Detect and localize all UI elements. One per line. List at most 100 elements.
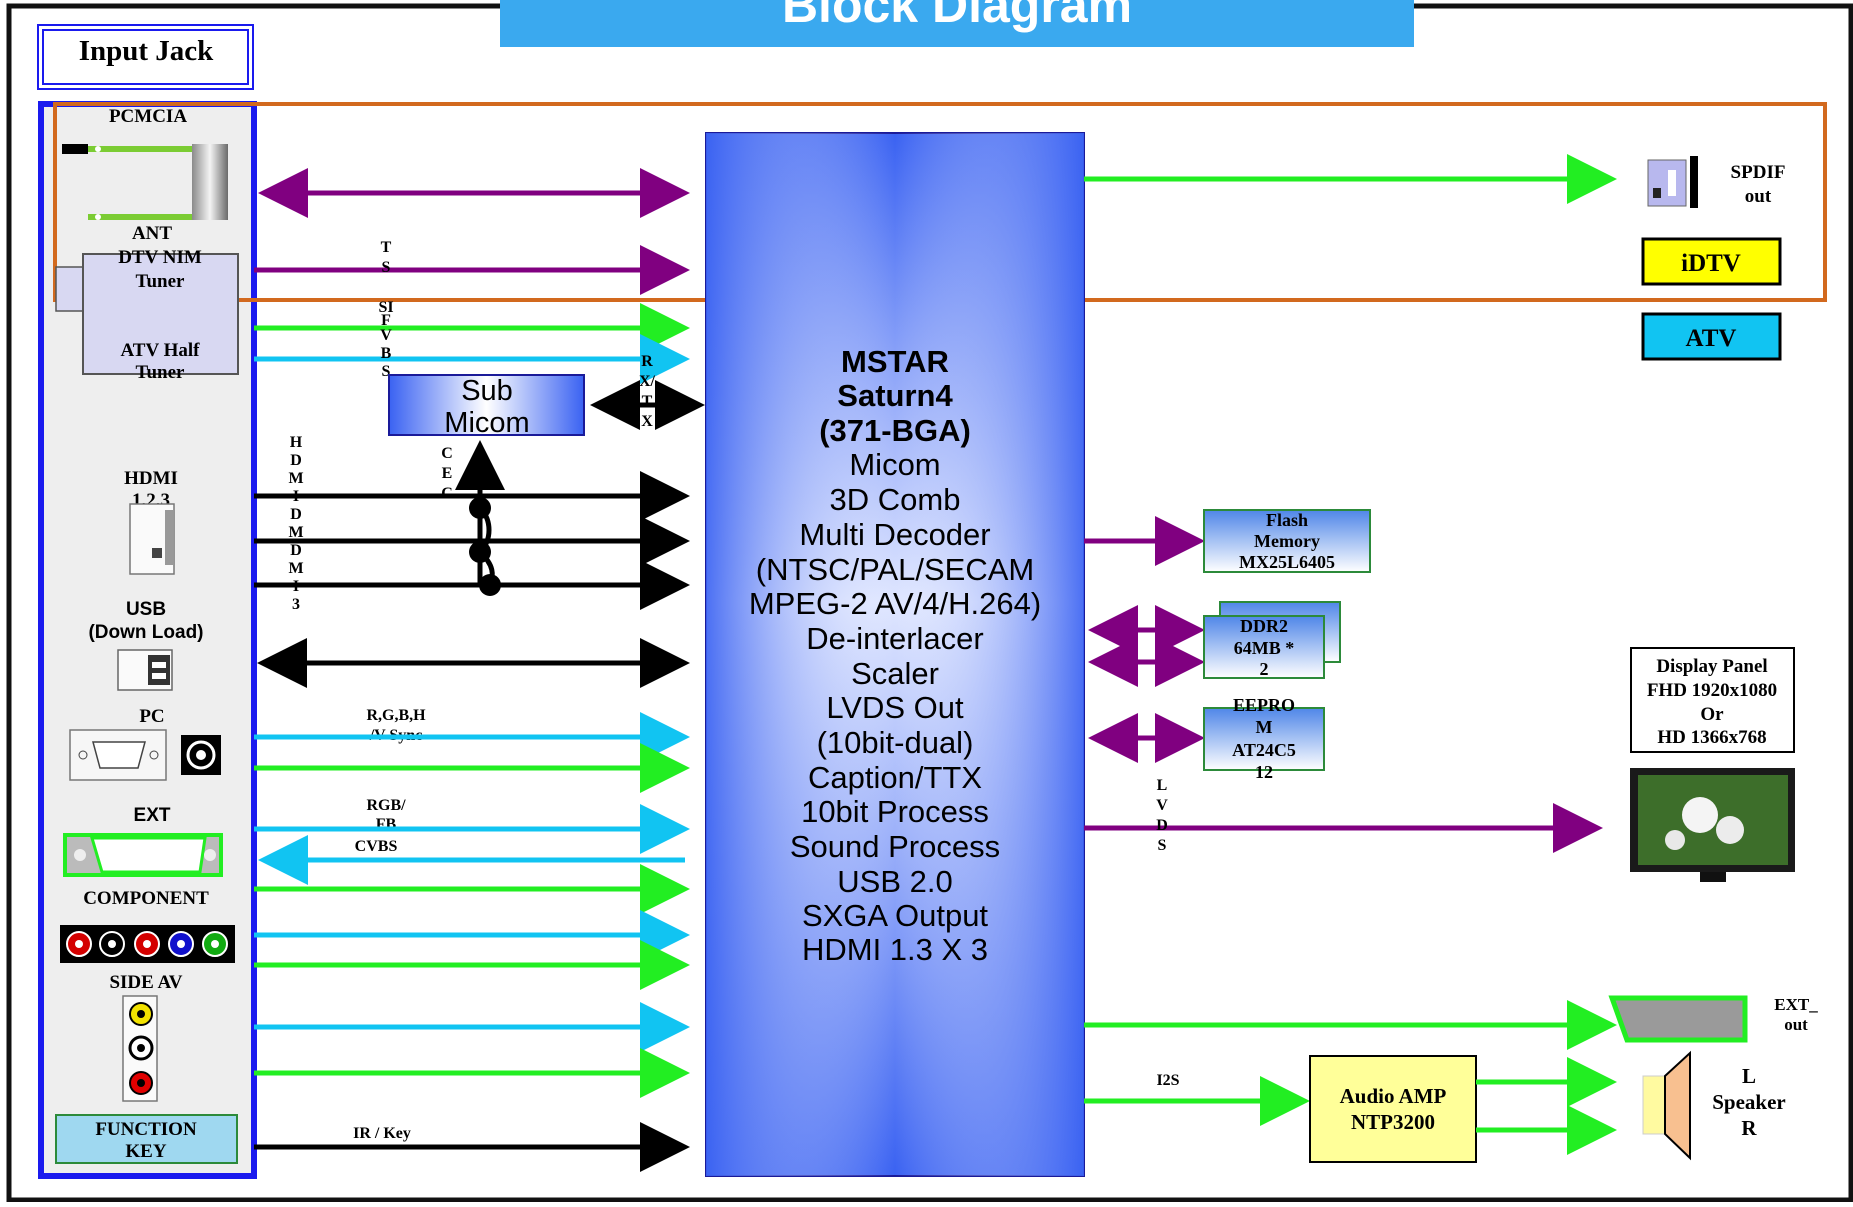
- chip-feature: Scaler: [851, 656, 939, 691]
- display-fhd-label: FHD 1920x1080: [1647, 680, 1777, 701]
- eeprom-label: EEPRO: [1233, 695, 1295, 715]
- atv-label: ATV: [1686, 325, 1737, 352]
- chip-feature: Micom: [849, 447, 940, 482]
- input-jack-label: Input Jack: [79, 35, 214, 67]
- pc-audio-jack-icon: [181, 735, 221, 775]
- ant-label: ANT: [132, 223, 172, 244]
- display-panel-label: Display Panel: [1656, 656, 1767, 677]
- sub-micom-label-2: Micom: [444, 407, 529, 439]
- flash-memory-label: Memory: [1254, 531, 1320, 551]
- cvbs-out-label: CVBS: [355, 838, 398, 855]
- hdmi-label: HDMI: [124, 468, 178, 489]
- pcmcia-label: PCMCIA: [109, 106, 187, 127]
- title-banner: [500, 0, 1414, 47]
- ddr2-label: DDR2: [1240, 616, 1288, 636]
- page-title: Block Diagram: [782, 0, 1132, 33]
- scart-port-icon: [63, 833, 223, 877]
- side-av-label: SIDE AV: [109, 972, 182, 993]
- rgb-sync-label: R,G,B,H: [366, 707, 426, 724]
- idtv-badge: [1641, 237, 1782, 286]
- component-label: COMPONENT: [83, 888, 209, 909]
- spdif-port-icon: [1647, 156, 1698, 208]
- flash-label: Flash: [1266, 510, 1308, 530]
- usb-download-label: (Down Load): [88, 622, 203, 643]
- hdmi-port-icon: [129, 503, 175, 575]
- sub-micom-box: [388, 374, 585, 436]
- function-key-box: [55, 1114, 238, 1164]
- atv-tuner-label: Tuner: [136, 362, 185, 383]
- tuner-module: [82, 253, 239, 375]
- eeprom-part-label: AT24C5: [1232, 740, 1296, 760]
- component-jacks-icon: [60, 925, 235, 963]
- audio-amp-box: [1309, 1055, 1477, 1163]
- dtv-tuner-label: Tuner: [136, 271, 185, 292]
- display-or-label: Or: [1700, 704, 1724, 725]
- side-av-jacks-icon: [122, 995, 158, 1102]
- rgb-fb-label: RGB/: [366, 797, 406, 814]
- atv-badge: [1641, 312, 1782, 361]
- chip-feature: Multi Decoder: [799, 517, 990, 552]
- display-panel-box: [1630, 647, 1795, 753]
- tuner-bracket: [55, 266, 87, 312]
- sub-micom-label: Sub: [461, 375, 513, 407]
- ddr2-count-label: 2: [1260, 659, 1269, 679]
- chip-feature: 3D Comb: [830, 482, 961, 517]
- audio-amp-part-label: NTP3200: [1351, 1110, 1435, 1134]
- ext-label: EXT: [134, 805, 171, 826]
- chip-name: MSTAR: [841, 344, 949, 379]
- chip-package: (371-BGA): [819, 413, 971, 448]
- chip-feature: 10bit Process: [801, 794, 989, 829]
- ir-key-label: IR / Key: [353, 1125, 411, 1142]
- speaker-r-label: R: [1741, 1116, 1757, 1140]
- audio-amp-label: Audio AMP: [1340, 1084, 1447, 1108]
- function-key-label-2: KEY: [125, 1141, 166, 1162]
- cec-label: CEC: [441, 445, 453, 502]
- speaker-label: Speaker: [1712, 1090, 1786, 1114]
- eeprom-chip: [1203, 707, 1325, 771]
- ddr2-chip: [1203, 615, 1325, 679]
- chip-feature: LVDS Out: [826, 690, 964, 725]
- ddr2-size-label: 64MB *: [1234, 638, 1295, 658]
- flash-part-label: MX25L6405: [1239, 552, 1335, 572]
- chip-feature: HDMI 1.3 X 3: [802, 932, 988, 967]
- usb-port-icon: [117, 649, 173, 691]
- chip-series: Saturn4: [837, 378, 953, 413]
- usb-label: USB: [126, 599, 166, 620]
- spdif-label: SPDIF: [1731, 162, 1786, 183]
- chip-feature: SXGA Output: [802, 898, 988, 933]
- chip-feature: MPEG-2 AV/4/H.264): [749, 586, 1041, 621]
- ext-out-label: EXT_: [1774, 995, 1818, 1014]
- speaker-icon: [1642, 1050, 1691, 1161]
- pc-label: PC: [139, 706, 164, 727]
- vga-port-icon: [69, 729, 167, 781]
- chip-feature: (10bit-dual): [817, 725, 974, 760]
- speaker-l-label: L: [1742, 1064, 1756, 1088]
- ext-out-port-icon: [1608, 995, 1748, 1043]
- chip-feature: Caption/TTX: [808, 760, 982, 795]
- chip-feature: USB 2.0: [837, 864, 952, 899]
- chip-feature: (NTSC/PAL/SECAM: [756, 552, 1034, 587]
- dtv-nim-label: DTV NIM: [118, 247, 202, 268]
- display-hd-label: HD 1366x768: [1657, 727, 1766, 748]
- i2s-label: I2S: [1156, 1072, 1179, 1089]
- input-jack-box: [37, 24, 254, 90]
- spdif-out-label: out: [1745, 186, 1772, 207]
- ext-out-label-2: out: [1784, 1015, 1808, 1034]
- eeprom-size-label: 12: [1255, 762, 1273, 782]
- chip-feature: Sound Process: [790, 829, 1000, 864]
- flash-memory-box: [1203, 509, 1371, 573]
- tv-panel-icon: [1630, 768, 1795, 882]
- pcmcia-card-icon: [62, 144, 228, 220]
- atv-half-label: ATV Half: [121, 340, 201, 361]
- idtv-label: iDTV: [1681, 250, 1741, 277]
- chip-feature: De-interlacer: [806, 621, 983, 656]
- function-key-label: FUNCTION: [95, 1119, 197, 1140]
- eeprom-label-2: M: [1256, 717, 1273, 737]
